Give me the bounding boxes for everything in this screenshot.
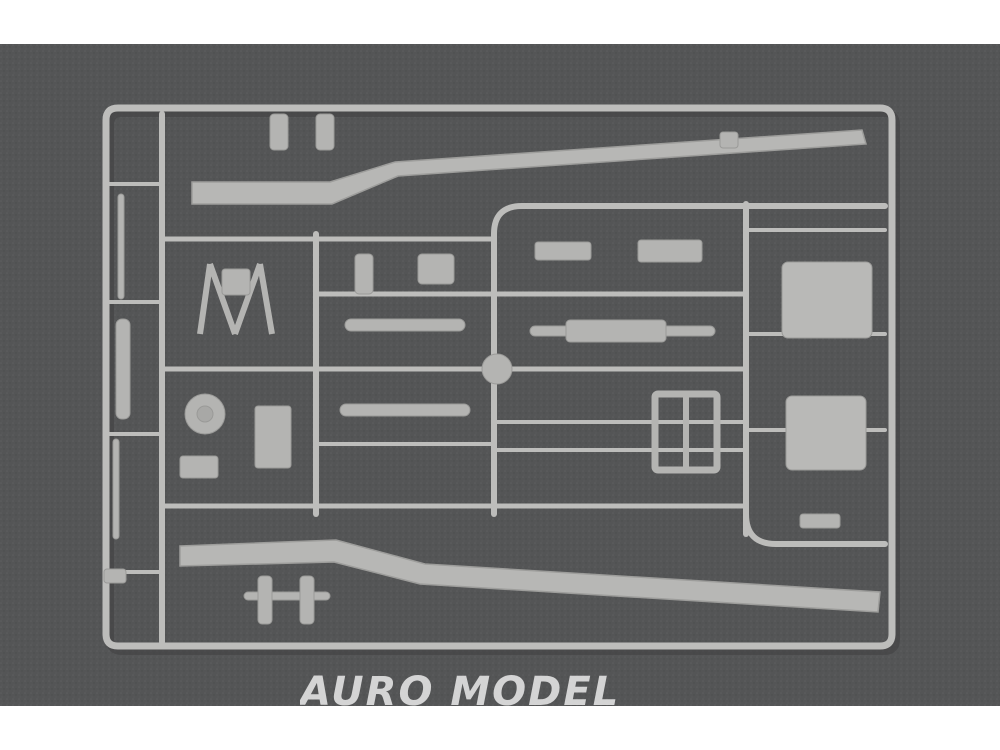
upper-chassis-rail <box>191 129 867 205</box>
lower-chassis-rail <box>179 539 881 613</box>
sprue-photo <box>0 44 1000 706</box>
watermark-text: AURO MODEL <box>300 672 621 712</box>
small-parts <box>103 113 873 625</box>
sprue-frame <box>102 104 896 650</box>
